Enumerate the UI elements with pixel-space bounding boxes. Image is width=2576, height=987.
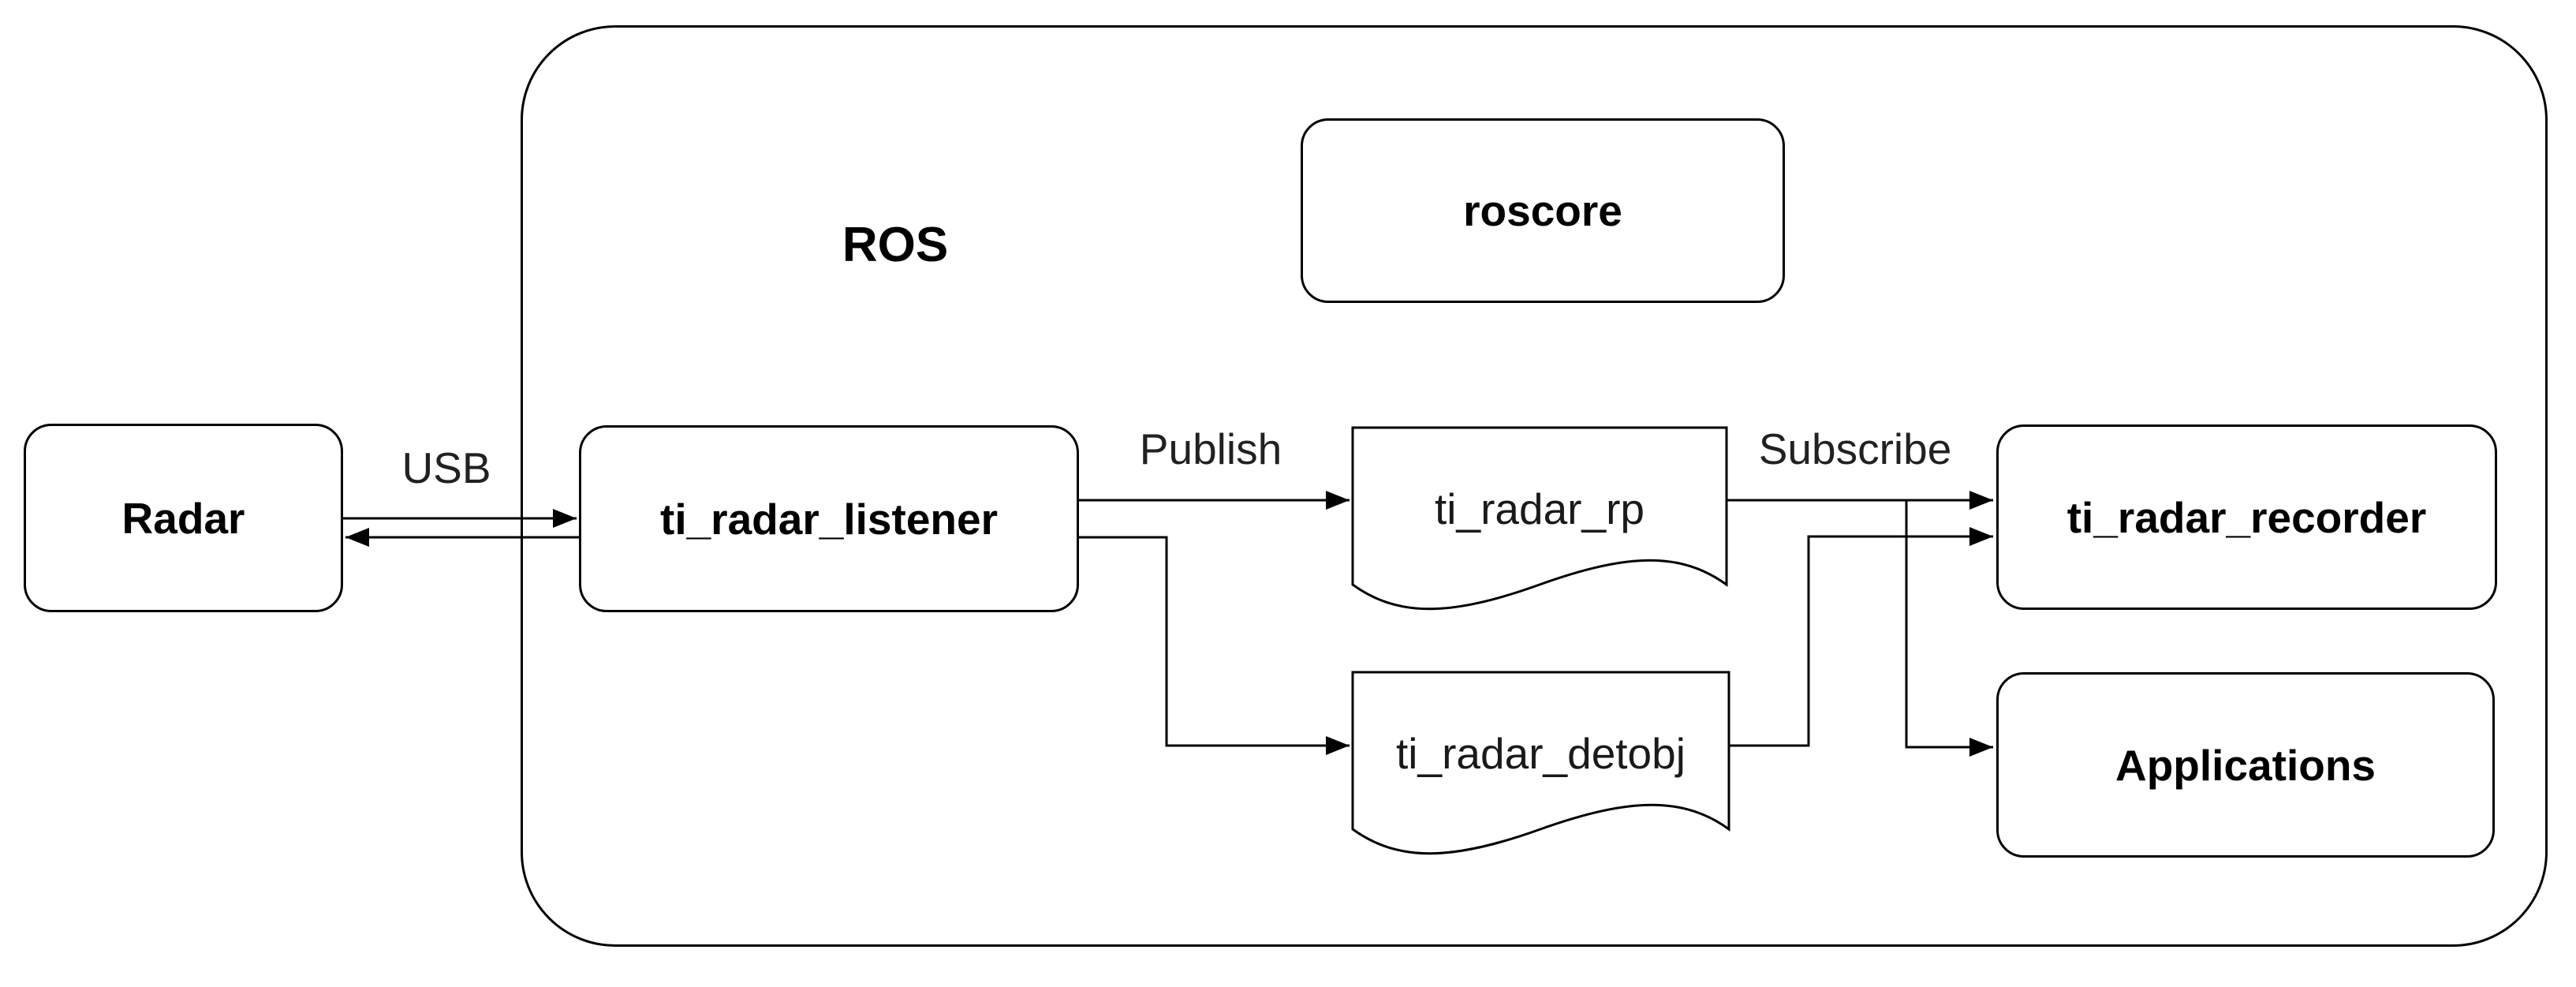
- topic-ti-radar-detobj-shape: [1351, 671, 1730, 855]
- connector-listener-to-detobj: [1079, 536, 1350, 755]
- node-ti-radar-recorder-label: ti_radar_recorder: [2066, 492, 2427, 542]
- edge-label-usb: USB: [352, 440, 541, 495]
- edge-label-usb-text: USB: [401, 443, 491, 492]
- node-radar-label: Radar: [121, 493, 245, 543]
- edge-label-publish: Publish: [1096, 421, 1325, 477]
- node-radar: Radar: [24, 424, 343, 612]
- node-ti-radar-listener-label: ti_radar_listener: [660, 494, 998, 544]
- node-ti-radar-recorder: ti_radar_recorder: [1996, 424, 2497, 610]
- node-roscore: roscore: [1301, 118, 1785, 303]
- ros-container-box: [521, 25, 2548, 947]
- connector-detobj-to-recorder: [1729, 527, 1993, 747]
- edge-label-subscribe-text: Subscribe: [1758, 424, 1952, 473]
- node-roscore-label: roscore: [1463, 186, 1622, 235]
- node-applications: Applications: [1996, 672, 2495, 858]
- connector-rp-to-applications: [1905, 500, 1993, 757]
- ros-container-label: ROS: [842, 217, 949, 272]
- node-ti-radar-listener: ti_radar_listener: [579, 425, 1079, 612]
- edge-label-subscribe: Subscribe: [1745, 421, 1966, 477]
- node-applications-label: Applications: [2115, 740, 2376, 790]
- topic-ti-radar-rp-shape: [1351, 426, 1728, 611]
- edge-label-publish-text: Publish: [1139, 424, 1282, 473]
